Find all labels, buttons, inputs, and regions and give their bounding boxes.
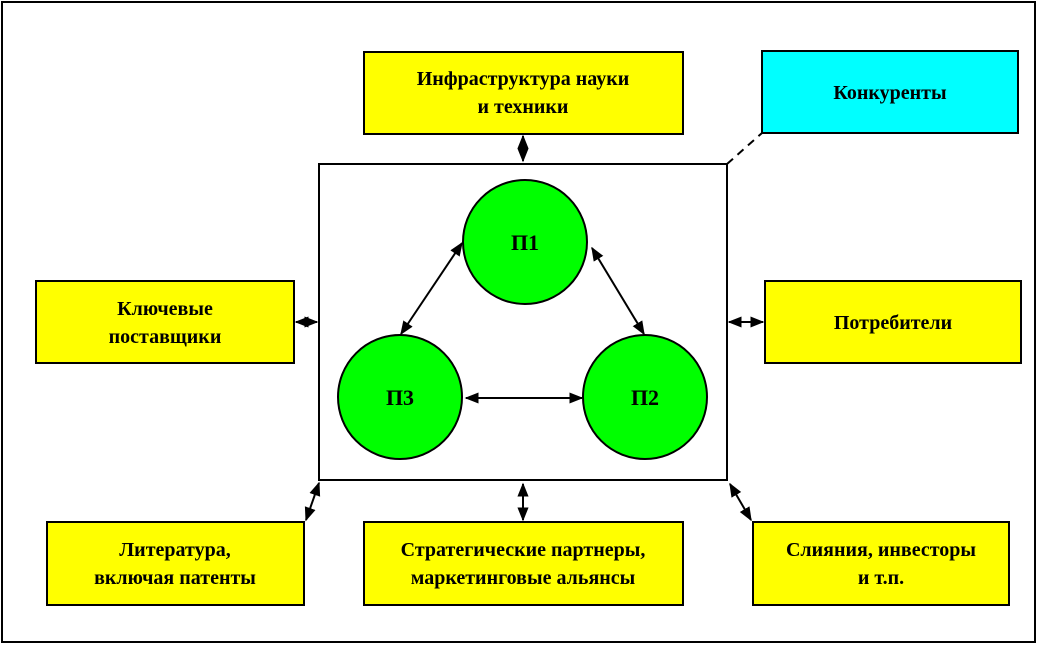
box-literature-line2: включая патенты xyxy=(94,567,256,589)
node-p2-label: П2 xyxy=(631,385,659,410)
box-consumers: Потребители xyxy=(764,280,1022,364)
box-mergers-line1: Слияния, инвесторы xyxy=(786,539,976,561)
node-p3-circle xyxy=(337,334,463,460)
box-suppliers: Ключевые поставщики xyxy=(35,280,295,364)
box-competitors-line1: Конкуренты xyxy=(833,82,947,104)
box-consumers-line1: Потребители xyxy=(834,312,952,334)
node-p1-label: П1 xyxy=(511,230,539,255)
box-partners: Стратегические партнеры, маркетинговые а… xyxy=(363,521,684,606)
node-p1-circle xyxy=(462,179,588,305)
box-suppliers-line2: поставщики xyxy=(109,326,222,348)
box-suppliers-line1: Ключевые xyxy=(117,298,213,320)
box-competitors: Конкуренты xyxy=(761,50,1019,134)
node-p3-label: П3 xyxy=(386,385,414,410)
connector-literature xyxy=(304,481,321,522)
box-literature-line1: Литература, xyxy=(119,539,230,561)
box-literature: Литература, включая патенты xyxy=(46,521,305,606)
box-infrastructure-line1: Инфраструктура науки xyxy=(417,68,630,90)
box-partners-line2: маркетинговые альянсы xyxy=(411,567,636,589)
node-p2-circle xyxy=(582,334,708,460)
box-infrastructure: Инфраструктура науки и техники xyxy=(363,51,684,135)
arrow-p1-p3 xyxy=(400,241,463,336)
connector-competitors xyxy=(726,132,763,165)
node-p3: П3 xyxy=(337,334,463,460)
node-p2: П2 xyxy=(582,334,708,460)
box-mergers-line2: и т.п. xyxy=(858,567,904,589)
connector-mergers xyxy=(729,482,752,522)
box-infrastructure-line2: и техники xyxy=(478,96,569,118)
box-partners-line1: Стратегические партнеры, xyxy=(401,539,646,561)
arrow-p1-p2 xyxy=(591,246,645,336)
node-p1: П1 xyxy=(462,179,588,305)
box-mergers: Слияния, инвесторы и т.п. xyxy=(752,521,1010,606)
